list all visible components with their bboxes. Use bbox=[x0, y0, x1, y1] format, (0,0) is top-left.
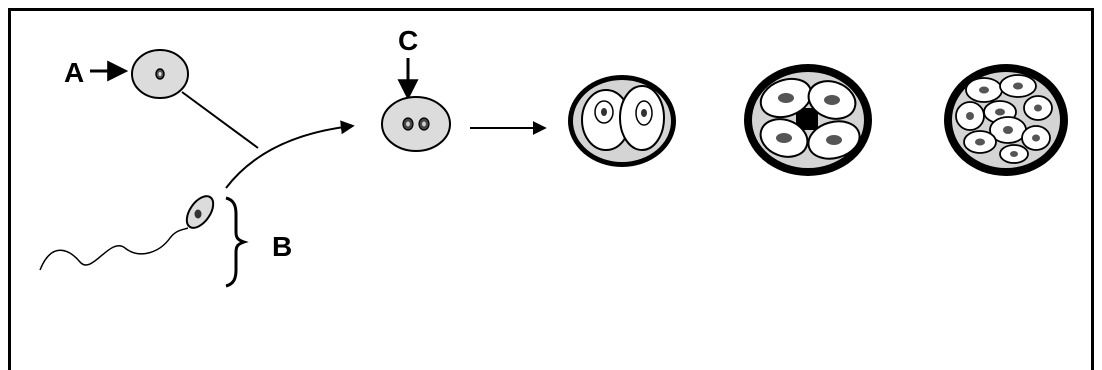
merge-arrow bbox=[225, 120, 355, 189]
morula-embryo bbox=[944, 64, 1068, 176]
label-a: A bbox=[64, 57, 84, 88]
bracket-b bbox=[225, 196, 249, 288]
diagram-frame bbox=[8, 8, 1094, 370]
sperm-cell bbox=[39, 195, 215, 271]
label-b: B bbox=[272, 231, 292, 262]
four-cell-embryo bbox=[744, 64, 872, 176]
two-cell-embryo bbox=[568, 75, 676, 167]
zygote-cell bbox=[381, 96, 451, 152]
egg-path-line bbox=[181, 91, 259, 149]
label-c: C bbox=[398, 25, 418, 56]
egg-cell bbox=[131, 49, 189, 99]
